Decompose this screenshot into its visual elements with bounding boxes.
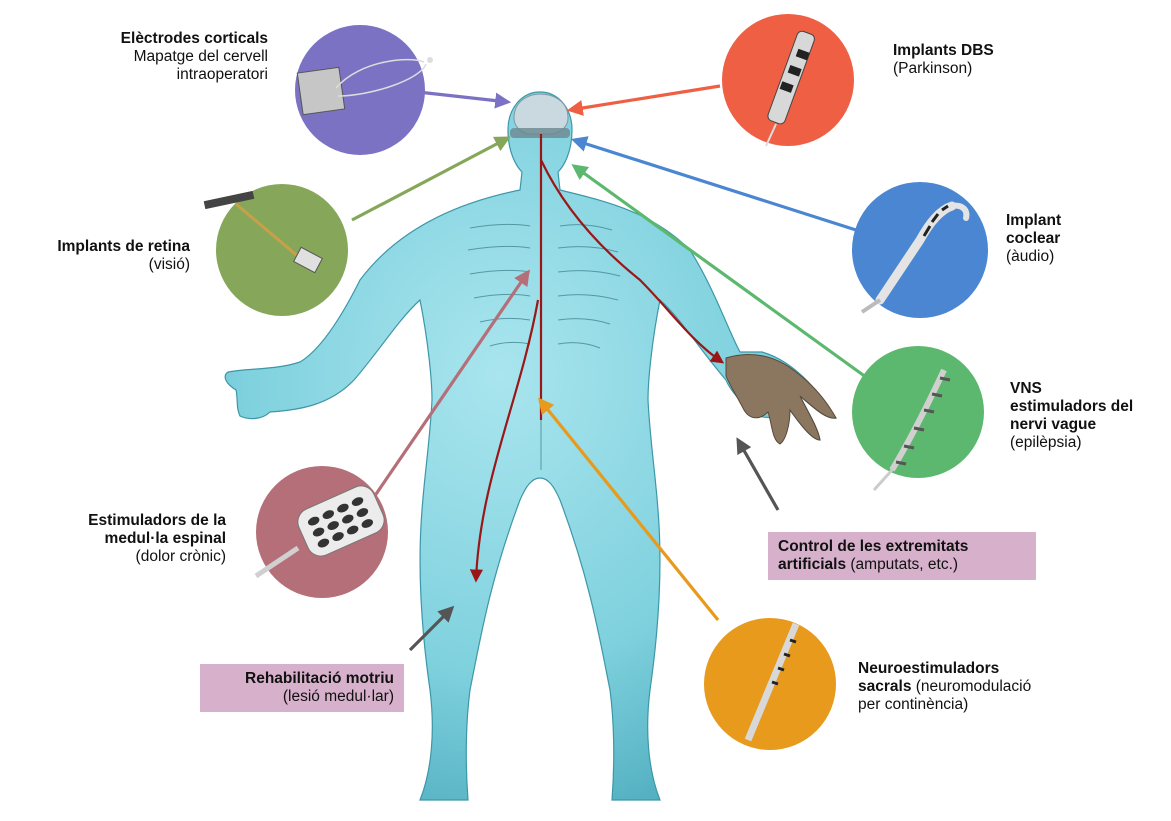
label-dbs-title: Implants DBS — [893, 42, 1093, 60]
label-prosthetic-title1: Control de les extremitats — [778, 538, 1026, 556]
circle-sacral — [704, 618, 836, 750]
label-motor-rehab: Rehabilitació motriu (lesió medul·lar) — [200, 664, 404, 712]
label-dbs-sub: (Parkinson) — [893, 60, 1093, 78]
label-vns: VNS estimuladors del nervi vague (epilèp… — [1010, 380, 1171, 452]
label-prosthetic-control: Control de les extremitats artificials (… — [768, 532, 1036, 580]
label-sacral-neurostimulators: Neuroestimuladors sacrals (neuromodulaci… — [858, 660, 1058, 714]
label-sacral-title2: sacrals — [858, 678, 911, 695]
label-prosthetic-sub: (amputats, etc.) — [846, 556, 958, 573]
label-dbs-implants: Implants DBS (Parkinson) — [893, 42, 1093, 78]
label-cortical-line2: Mapatge del cervell — [40, 48, 268, 66]
label-vns-title3: nervi vague — [1010, 416, 1171, 434]
label-cochlear-implant: Implant coclear (àudio) — [1006, 212, 1156, 266]
label-retina-title: Implants de retina — [0, 238, 190, 256]
circle-spinal — [256, 466, 389, 598]
circle-cortical — [295, 25, 433, 155]
label-sacral-sub2: per continència) — [858, 696, 1058, 714]
label-cochlear-title1: Implant — [1006, 212, 1156, 230]
label-spinal-sub: (dolor crònic) — [30, 548, 226, 566]
label-rehab-sub: (lesió medul·lar) — [210, 688, 394, 706]
arrow-prosthetic — [738, 440, 778, 510]
label-spinal-title1: Estimuladors de la — [30, 512, 226, 530]
label-cortical-electrodes: Elèctrodes corticals Mapatge del cervell… — [40, 30, 268, 84]
label-cortical-title: Elèctrodes corticals — [40, 30, 268, 48]
label-rehab-title: Rehabilitació motriu — [210, 670, 394, 688]
circle-cochlear — [852, 182, 988, 318]
label-retina-implants: Implants de retina (visió) — [0, 238, 190, 274]
label-sacral-sub1: (neuromodulació — [911, 678, 1031, 695]
label-prosthetic-title2: artificials — [778, 556, 846, 573]
label-cochlear-title2: coclear — [1006, 230, 1156, 248]
label-spinal-title2: medul·la espinal — [30, 530, 226, 548]
arrow-cortical — [418, 92, 508, 102]
label-vns-title1: VNS — [1010, 380, 1171, 398]
label-cochlear-sub: (àudio) — [1006, 248, 1156, 266]
circle-vns — [852, 346, 984, 490]
label-cortical-line3: intraoperatori — [40, 66, 268, 84]
arrow-dbs — [570, 86, 720, 110]
label-retina-sub: (visió) — [0, 256, 190, 274]
circle-dbs — [722, 14, 854, 146]
label-vns-title2: estimuladors del — [1010, 398, 1171, 416]
label-spinal-stimulators: Estimuladors de la medul·la espinal (dol… — [30, 512, 226, 566]
label-vns-sub: (epilèpsia) — [1010, 434, 1171, 452]
circle-retina — [204, 184, 348, 316]
label-sacral-title1: Neuroestimuladors — [858, 660, 1058, 678]
